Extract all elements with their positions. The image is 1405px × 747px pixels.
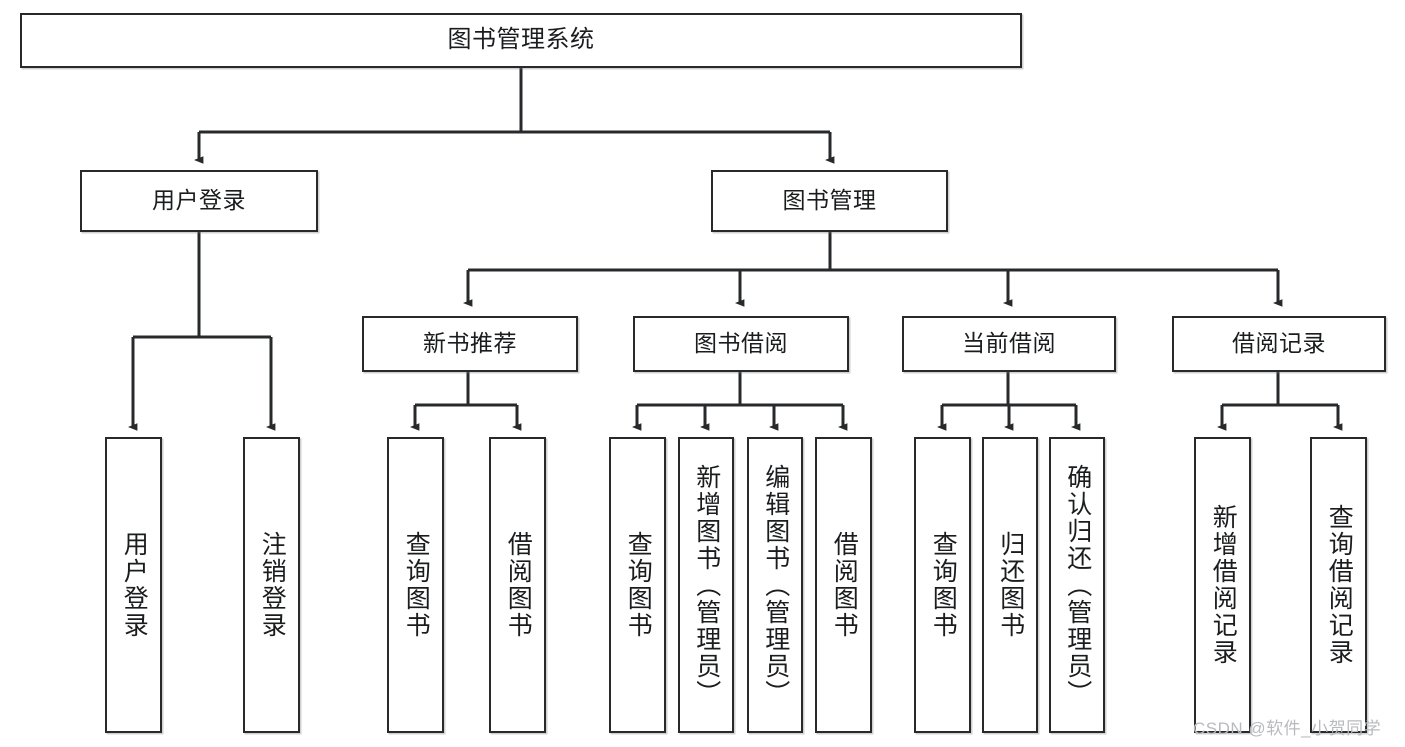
node-label: 用户登录 <box>120 531 149 639</box>
node-label: 确认归还（管理员） <box>1063 463 1092 707</box>
leaf-user-login[interactable]: 用户登录 <box>105 437 162 733</box>
csdn-watermark: CSDN @软件_小贺同学 <box>1193 719 1382 738</box>
node-root-system[interactable]: 图书管理系统 <box>20 13 1022 68</box>
node-label: 归还图书 <box>996 531 1025 639</box>
node-label: 查询借阅记录 <box>1325 504 1354 666</box>
node-label: 新增图书（管理员） <box>692 463 721 707</box>
leaf-query-borrow-record[interactable]: 查询借阅记录 <box>1310 437 1367 733</box>
leaf-borrow-book[interactable]: 借阅图书 <box>815 437 872 733</box>
node-label: 图书管理系统 <box>447 26 595 54</box>
node-current-borrow[interactable]: 当前借阅 <box>902 316 1116 372</box>
node-book-borrow[interactable]: 图书借阅 <box>633 316 849 372</box>
node-label: 新增借阅记录 <box>1209 504 1238 666</box>
node-borrow-records[interactable]: 借阅记录 <box>1172 316 1386 372</box>
node-label: 图书借阅 <box>694 330 788 357</box>
node-label: 查询图书 <box>929 531 958 639</box>
node-book-management[interactable]: 图书管理 <box>711 170 948 232</box>
leaf-return-book[interactable]: 归还图书 <box>982 437 1038 733</box>
node-label: 编辑图书（管理员） <box>761 463 790 707</box>
leaf-add-book-admin[interactable]: 新增图书（管理员） <box>678 437 734 733</box>
leaf-logout[interactable]: 注销登录 <box>243 437 300 733</box>
leaf-query-book-borrow[interactable]: 查询图书 <box>609 437 666 733</box>
node-label: 借阅图书 <box>504 531 533 639</box>
leaf-query-book-recommend[interactable]: 查询图书 <box>387 437 444 733</box>
node-label: 用户登录 <box>152 187 246 214</box>
node-new-book-recommend[interactable]: 新书推荐 <box>362 316 578 372</box>
node-label: 图书管理 <box>782 187 877 214</box>
node-label: 查询图书 <box>402 531 431 639</box>
node-label: 查询图书 <box>624 531 653 639</box>
leaf-add-borrow-record[interactable]: 新增借阅记录 <box>1194 437 1251 733</box>
node-label: 当前借阅 <box>962 330 1056 357</box>
node-label: 借阅图书 <box>830 531 859 639</box>
leaf-confirm-return-admin[interactable]: 确认归还（管理员） <box>1049 437 1105 733</box>
node-label: 新书推荐 <box>423 330 517 357</box>
node-label: 借阅记录 <box>1232 330 1326 357</box>
leaf-edit-book-admin[interactable]: 编辑图书（管理员） <box>747 437 803 733</box>
leaf-borrow-book-recommend[interactable]: 借阅图书 <box>489 437 546 733</box>
node-user-login[interactable]: 用户登录 <box>80 170 318 232</box>
node-label: 注销登录 <box>258 531 287 639</box>
leaf-query-book-current[interactable]: 查询图书 <box>914 437 971 733</box>
